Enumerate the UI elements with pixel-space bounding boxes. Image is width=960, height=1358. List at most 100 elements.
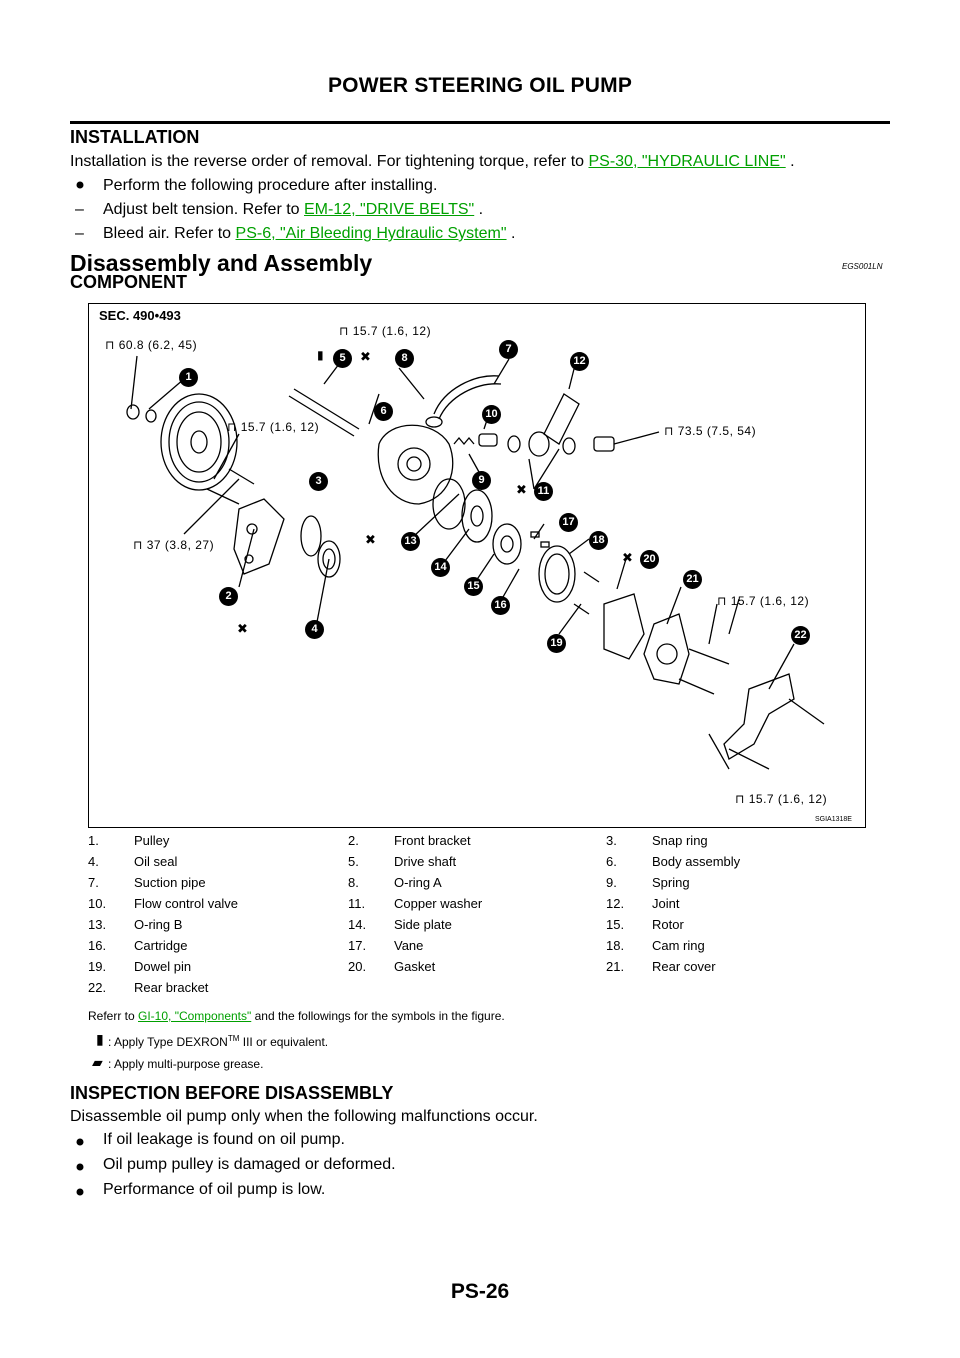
bullet-icon — [75, 1134, 85, 1152]
dash-icon: – — [75, 225, 84, 242]
symbol-grease-desc: : Apply multi-purpose grease. — [108, 1057, 264, 1071]
part-number-label: 12 — [570, 352, 589, 371]
torque-value: 60.8 (6.2, 45) — [118, 338, 198, 352]
replace-symbol-icon: ✖ — [365, 532, 376, 547]
legend-number: 15. — [606, 917, 625, 932]
figure-code: SGIA1318E — [815, 816, 852, 823]
step-adjust-belt: Adjust belt tension. Refer to EM-12, "DR… — [103, 201, 483, 219]
legend-number: 1. — [88, 833, 99, 848]
step-text: Adjust belt tension. Refer to — [103, 201, 304, 218]
step-end: . — [474, 201, 484, 218]
legend-number: 21. — [606, 959, 625, 974]
legend-part-name: Rotor — [652, 917, 684, 932]
part-number-label: 5 — [333, 349, 352, 368]
step-text: Bleed air. Refer to — [103, 225, 236, 242]
installation-heading: INSTALLATION — [70, 127, 200, 147]
legend-number: 14. — [348, 917, 367, 932]
legend-number: 5. — [348, 854, 359, 869]
legend-part-name: Oil seal — [134, 854, 178, 869]
part-number-label: 8 — [395, 349, 414, 368]
replace-symbol-icon: ✖ — [237, 621, 248, 636]
link-gi-10[interactable]: GI-10, "Components" — [138, 1009, 252, 1023]
part-number-label: 4 — [305, 620, 324, 639]
legend-part-name: Drive shaft — [394, 854, 457, 869]
legend-number: 9. — [606, 875, 617, 890]
legend-number: 12. — [606, 896, 625, 911]
torque-callout: ⊓ 37 (3.8, 27) — [133, 538, 214, 552]
fluid-symbol-icon: ▮ — [96, 1031, 104, 1047]
legend-part-name: Rear cover — [652, 959, 716, 974]
legend-number: 10. — [88, 896, 107, 911]
torque-callout: ⊓ 15.7 (1.6, 12) — [227, 420, 319, 434]
legend-part-name: Cam ring — [652, 938, 705, 953]
part-number-label: 9 — [472, 471, 491, 490]
part-number-label: 15 — [464, 577, 483, 596]
component-heading: COMPONENT — [70, 272, 187, 292]
link-em-12[interactable]: EM-12, "DRIVE BELTS" — [304, 201, 475, 218]
inspection-bullet: Oil pump pulley is damaged or deformed. — [103, 1156, 396, 1173]
fluid-symbol-icon: ▮ — [317, 348, 324, 362]
refer-end: and the followings for the symbols in th… — [251, 1009, 505, 1023]
legend-number — [348, 980, 394, 995]
link-ps-6[interactable]: PS-6, "Air Bleeding Hydraulic System" — [235, 225, 507, 242]
bullet-icon — [75, 177, 85, 195]
legend-number: 18. — [606, 938, 625, 953]
torque-value: 15.7 (1.6, 12) — [748, 792, 828, 806]
replace-symbol-icon: ✖ — [516, 482, 527, 497]
legend-part-name: O-ring B — [134, 917, 183, 932]
legend-part-name: Flow control valve — [134, 896, 239, 911]
legend-part-name: Joint — [652, 896, 680, 911]
part-number-label: 1 — [179, 368, 198, 387]
part-number-label: 16 — [491, 596, 510, 615]
dash-icon: – — [75, 201, 84, 218]
part-number-label: 7 — [499, 340, 518, 359]
legend-number: 22. — [88, 980, 107, 995]
link-ps-30[interactable]: PS-30, "HYDRAULIC LINE" — [588, 153, 786, 170]
legend-part-name: Pulley — [134, 833, 170, 848]
inspection-bullet: If oil leakage is found on oil pump. — [103, 1131, 345, 1148]
part-number-label: 11 — [534, 482, 553, 501]
torque-value: 15.7 (1.6, 12) — [730, 594, 810, 608]
wrench-icon: ⊓ — [717, 594, 727, 608]
installation-intro: Installation is the reverse order of rem… — [70, 153, 795, 171]
installation-intro-text: Installation is the reverse order of rem… — [70, 153, 589, 170]
legend-number: 11. — [348, 896, 366, 911]
part-number-label: 19 — [547, 634, 566, 653]
diagram-drawing — [126, 355, 825, 770]
wrench-icon: ⊓ — [105, 338, 115, 352]
symbol-fluid-desc: : Apply Type DEXRONTM III or equivalent. — [108, 1034, 328, 1049]
inspection-bullet: Performance of oil pump is low. — [103, 1181, 326, 1198]
part-number-label: 13 — [401, 532, 420, 551]
legend-part-name: Snap ring — [652, 833, 708, 848]
legend-number: 2. — [348, 833, 359, 848]
wrench-icon: ⊓ — [227, 420, 237, 434]
bullet-icon — [75, 1184, 85, 1202]
refer-line: Referr to GI-10, "Components" and the fo… — [88, 1009, 505, 1023]
legend-number: 4. — [88, 854, 99, 869]
legend-part-name: Gasket — [394, 959, 436, 974]
part-number-label: 20 — [640, 550, 659, 569]
replace-symbol-icon: ✖ — [360, 349, 371, 364]
page-number: PS-26 — [450, 1280, 510, 1303]
legend-part-name: Rear bracket — [134, 980, 209, 995]
legend-number: 17. — [348, 938, 367, 953]
inspection-intro: Disassemble oil pump only when the follo… — [70, 1108, 538, 1125]
legend-number: 19. — [88, 959, 107, 974]
torque-value: 37 (3.8, 27) — [146, 538, 215, 552]
wrench-icon: ⊓ — [735, 792, 745, 806]
component-diagram: SEC. 490•493 ⊓ 60.8 (6.2, 45) ⊓ 15.7 (1.… — [88, 303, 866, 828]
part-number-label: 22 — [791, 626, 810, 645]
sym1-tm: TM — [227, 1034, 240, 1043]
torque-callout: ⊓ 15.7 (1.6, 12) — [717, 594, 809, 608]
torque-callout: ⊓ 15.7 (1.6, 12) — [339, 324, 431, 338]
torque-callout: ⊓ 60.8 (6.2, 45) — [105, 338, 197, 352]
part-number-label: 6 — [374, 402, 393, 421]
wrench-icon: ⊓ — [339, 324, 349, 338]
legend-part-name: Vane — [394, 938, 424, 953]
legend-part-name: Dowel pin — [134, 959, 192, 974]
grease-symbol-icon: ▰ — [92, 1054, 103, 1070]
step-bleed-air: Bleed air. Refer to PS-6, "Air Bleeding … — [103, 225, 515, 243]
legend-number: 3. — [606, 833, 617, 848]
